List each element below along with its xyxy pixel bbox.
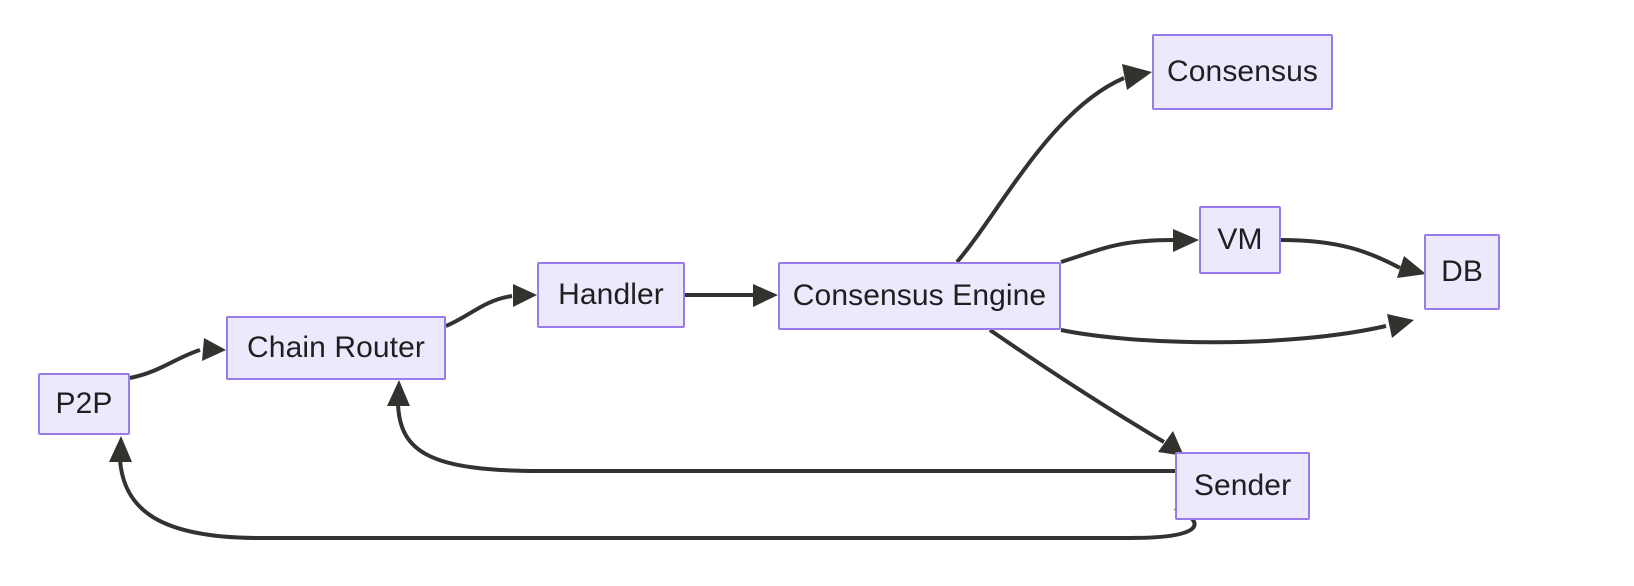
edge-consensus-engine-to-vm — [1060, 229, 1199, 264]
edge-consensus-engine-to-db — [1060, 314, 1414, 345]
node-consensus-engine-label: Consensus Engine — [792, 279, 1047, 312]
node-sender[interactable]: Sender — [1175, 452, 1310, 520]
node-chain-router[interactable]: Chain Router — [226, 316, 446, 380]
node-db-label: DB — [1441, 255, 1483, 288]
edge-vm-to-db — [1280, 238, 1426, 278]
edge-chain-router-to-handler — [445, 284, 537, 328]
node-consensus-label: Consensus — [1167, 55, 1318, 88]
edge-consensus-engine-to-sender — [988, 328, 1184, 456]
edge-p2p-to-chain-router — [129, 338, 226, 380]
node-consensus[interactable]: Consensus — [1152, 34, 1333, 110]
node-handler-label: Handler — [558, 278, 664, 311]
edge-sender-to-chain-router — [387, 380, 1175, 473]
node-sender-label: Sender — [1193, 469, 1292, 502]
node-chain-router-label: Chain Router — [247, 331, 425, 364]
node-p2p-label: P2P — [55, 387, 113, 420]
node-p2p[interactable]: P2P — [38, 373, 130, 435]
node-db[interactable]: DB — [1424, 234, 1500, 310]
node-vm-label: VM — [1217, 223, 1263, 256]
node-vm[interactable]: VM — [1199, 206, 1281, 274]
edge-handler-to-consensus-engine — [685, 284, 778, 307]
node-consensus-engine[interactable]: Consensus Engine — [778, 262, 1061, 330]
edge-consensus-engine-to-consensus — [955, 64, 1152, 264]
edge-sender-to-p2p — [109, 436, 1197, 540]
node-handler[interactable]: Handler — [537, 262, 685, 328]
